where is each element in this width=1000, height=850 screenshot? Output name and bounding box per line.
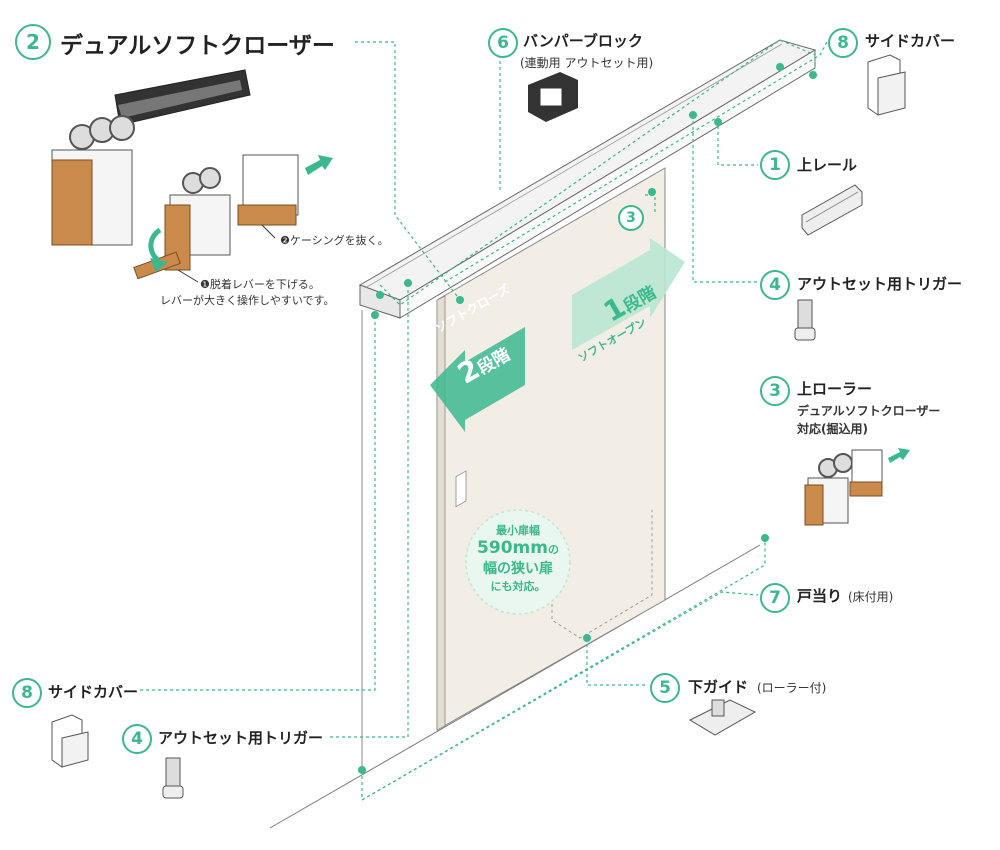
part-name-trigger-right: アウトセット用トリガー — [797, 275, 963, 293]
page-title: デュアルソフトクローザー — [60, 33, 335, 59]
closer-illustration — [51, 69, 333, 283]
step1-label: ❶脱着レバーを下げる。 — [200, 278, 320, 291]
badge-line1: 最小扉幅 — [496, 524, 540, 537]
badge-width-value: 590mm — [477, 538, 548, 558]
part-sub-upper-roller: デュアルソフトクローザー — [797, 404, 941, 418]
part-name-upper-rail: 上レール — [797, 156, 858, 174]
door-marker-3: 3 — [618, 205, 644, 231]
part-number-3: 3 — [760, 376, 790, 406]
leader-dots — [358, 63, 817, 774]
lower-guide-illustration — [688, 699, 757, 736]
part-number-1: 1 — [760, 150, 790, 180]
trigger-bolt-illustration-right — [794, 299, 816, 341]
badge-circle — [465, 509, 571, 615]
badge-line3: 幅の狭い扉 — [483, 561, 553, 577]
step2-label: ❷ケーシングを抜く。 — [280, 234, 389, 247]
soft-open-arrow — [572, 238, 685, 350]
part-number-8-left: 8 — [12, 678, 42, 708]
part-name-upper-roller: 上ローラー — [797, 380, 873, 398]
bumper-block-illustration — [528, 72, 578, 122]
part-name-trigger-left: アウトセット用トリガー — [158, 729, 324, 747]
part-number-4-left: 4 — [122, 724, 152, 754]
upper-roller-illustration — [804, 448, 910, 526]
part-number-5: 5 — [650, 673, 680, 703]
part-name-side-cover-right: サイドカバー — [865, 32, 956, 50]
part-name-bumper-block: バンパーブロック — [523, 32, 643, 50]
upper-rail — [358, 39, 817, 319]
step1-note: レバーが大きく操作しやすいです。 — [160, 294, 335, 307]
part-name-side-cover-left: サイドカバー — [48, 683, 139, 701]
part-sub-bumper-block: (連動用 アウトセット用) — [520, 56, 654, 70]
part-name-door-stop: 戸当り — [797, 587, 843, 605]
part-number-7: 7 — [760, 583, 790, 613]
part-number-6: 6 — [488, 28, 518, 58]
trigger-bolt-illustration-left — [162, 757, 184, 799]
header-number-badge: 2 — [15, 24, 51, 60]
part-sub-door-stop: (床付用) — [848, 590, 894, 604]
part-sub-lower-guide: (ローラー付) — [757, 681, 827, 695]
soft-close-arrow — [430, 327, 525, 432]
rail-illustration — [801, 184, 863, 236]
leader-lines — [140, 39, 829, 802]
side-cover-illustration-left — [51, 714, 89, 768]
badge-line4: にも対応。 — [490, 580, 546, 593]
part-name-lower-guide: 下ガイド — [688, 678, 749, 696]
part-sub2-upper-roller: 対応(掘込用) — [797, 422, 868, 436]
min-width-badge: 最小扉幅 590mmの 幅の狭い扉 にも対応。 — [466, 522, 570, 594]
badge-width-suffix: の — [547, 543, 559, 556]
side-cover-illustration-right — [867, 54, 906, 116]
part-number-8-right: 8 — [828, 28, 858, 58]
part-number-4-right: 4 — [760, 270, 790, 300]
